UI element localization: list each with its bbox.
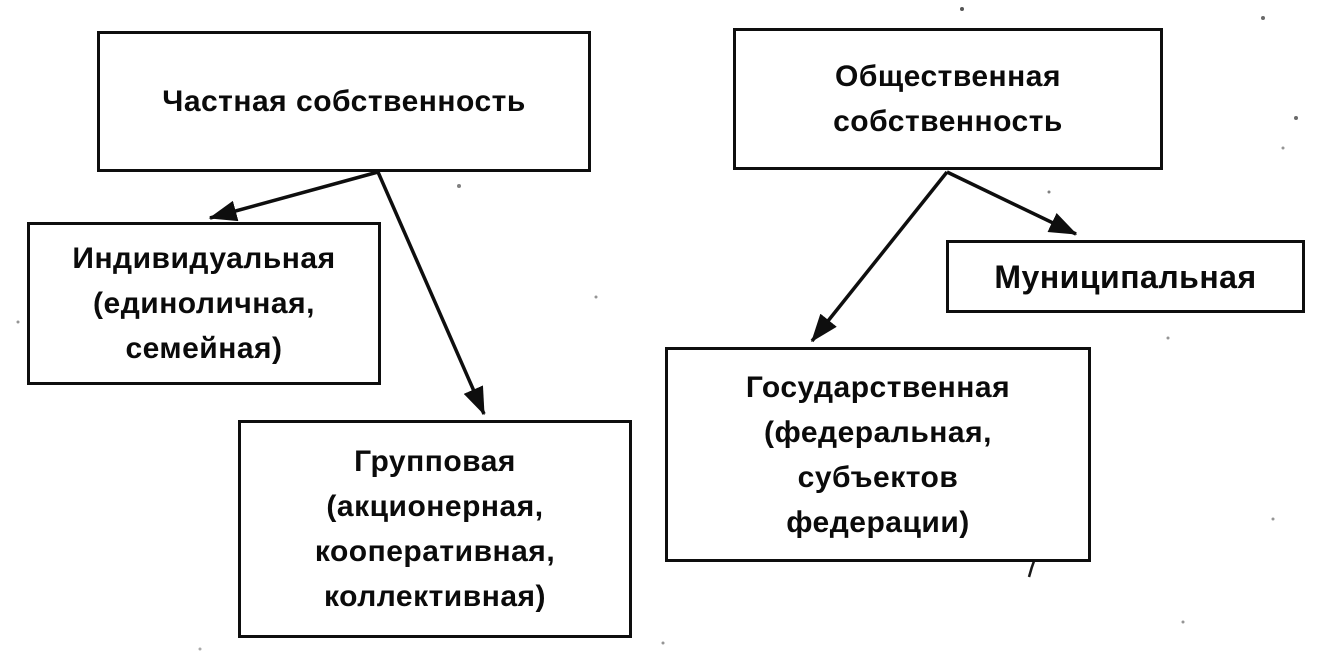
edge-public-to-municipal [946,170,1078,236]
node-individual-property-label: Индивидуальная (единоличная, семейная) [72,242,336,365]
edge-public-to-state [810,170,949,343]
node-individual-property: Индивидуальная (единоличная, семейная) [27,222,381,385]
node-public-property-label: Общественная собственность [833,60,1063,138]
node-state-property-label: Государственная (федеральная, субъектов … [745,370,1011,539]
edge-private-to-individual [208,170,379,222]
node-group-property-label: Групповая (акционерная, кооперативная, к… [314,445,556,613]
edge-private-to-group [376,171,486,416]
node-state-property: Государственная (федеральная, субъектов … [665,347,1091,562]
node-municipal-property: Муниципальная [946,240,1305,313]
node-private-property: Частная собственность [97,31,591,172]
node-municipal-property-label: Муниципальная [994,258,1257,295]
node-group-property: Групповая (акционерная, кооперативная, к… [238,420,632,638]
node-private-property-label: Частная собственность [162,85,526,118]
node-public-property: Общественная собственность [733,28,1163,170]
